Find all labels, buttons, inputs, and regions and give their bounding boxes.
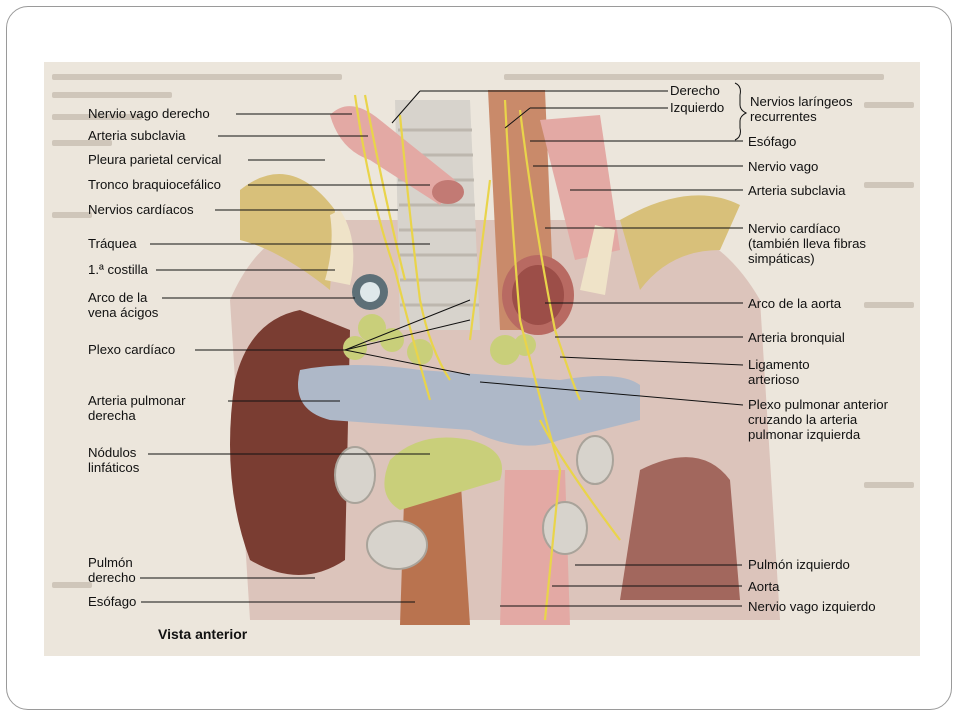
label-derecho: Derecho bbox=[670, 83, 720, 98]
first-rib-left bbox=[580, 225, 615, 295]
label-esofago-derecha: Esófago bbox=[748, 134, 797, 149]
label-arteria-subclavia-izquierda: Arteria subclavia bbox=[748, 183, 846, 198]
label-arco-vena-acigos: Arco de la vena ácigos bbox=[88, 290, 159, 320]
label-arteria-bronquial: Arteria bronquial bbox=[748, 330, 845, 345]
label-nervios-laringeos-recurrentes: Nervios laríngeos recurrentes bbox=[750, 94, 853, 124]
label-esofago-izquierda: Esófago bbox=[88, 594, 137, 609]
label-pulmon-derecho: Pulmón derecho bbox=[88, 555, 136, 585]
label-ligamento-arterioso: Ligamento arterioso bbox=[748, 357, 810, 387]
label-arteria-subclavia-derecha: Arteria subclavia bbox=[88, 128, 186, 143]
label-nervio-vago-derecho: Nervio vago derecho bbox=[88, 106, 210, 121]
label-primera-costilla: 1.ª costilla bbox=[88, 262, 148, 277]
label-nervio-vago: Nervio vago bbox=[748, 159, 819, 174]
label-pulmon-izquierdo: Pulmón izquierdo bbox=[748, 557, 850, 572]
left-subclavian bbox=[540, 115, 620, 260]
esophagus-lower bbox=[400, 470, 470, 625]
first-rib-right bbox=[325, 210, 354, 285]
label-nervios-cardiacos: Nervios cardíacos bbox=[88, 202, 194, 217]
pleura-left-dome bbox=[620, 195, 740, 290]
label-pleura-parietal-cervical: Pleura parietal cervical bbox=[88, 152, 222, 167]
label-nervio-vago-izquierdo: Nervio vago izquierdo bbox=[748, 599, 876, 614]
label-nervio-cardiaco: Nervio cardíaco (también lleva fibras si… bbox=[748, 221, 867, 266]
left-lung bbox=[620, 457, 740, 600]
label-izquierdo: Izquierdo bbox=[670, 100, 725, 115]
right-lung bbox=[230, 310, 350, 575]
trachea-shape bbox=[395, 100, 480, 330]
label-traquea: Tráquea bbox=[88, 236, 137, 251]
label-plexo-cardiaco: Plexo cardíaco bbox=[88, 342, 176, 357]
label-tronco-braquiocefalico: Tronco braquiocefálico bbox=[88, 177, 221, 192]
label-arteria-pulmonar-derecha: Arteria pulmonar derecha bbox=[88, 393, 186, 423]
label-arco-de-la-aorta: Arco de la aorta bbox=[748, 296, 842, 311]
label-aorta: Aorta bbox=[748, 579, 780, 594]
pleura-right-dome bbox=[240, 174, 335, 290]
brachiocephalic-opening bbox=[432, 180, 464, 204]
label-nodulos-linfaticos: Nódulos linfáticos bbox=[88, 445, 140, 475]
figure-caption: Vista anterior bbox=[158, 626, 248, 642]
label-plexo-pulmonar-anterior: Plexo pulmonar anterior cruzando la arte… bbox=[748, 397, 889, 442]
